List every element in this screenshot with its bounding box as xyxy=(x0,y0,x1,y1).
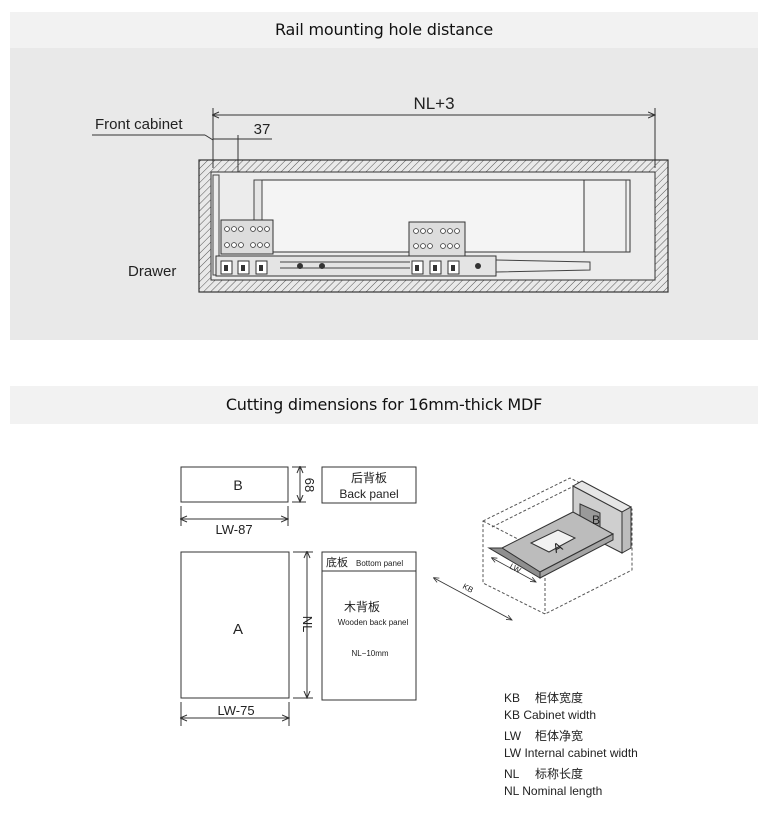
legend-lw-en: LW Internal cabinet width xyxy=(504,746,638,760)
legend: KB 柜体宽度 KB Cabinet width LW 柜体净宽 LW Inte… xyxy=(504,690,638,798)
iso-label-b: B xyxy=(592,513,600,527)
wooden-back-dim: NL−10mm xyxy=(351,649,388,658)
section-title-cutting: Cutting dimensions for 16mm-thick MDF xyxy=(10,386,758,424)
panel-b-label: B xyxy=(233,477,242,493)
wooden-back-cn: 木背板 xyxy=(344,600,380,614)
legend-lw-code: LW xyxy=(504,729,522,743)
rail-drawing: NL+3 37 Front cabinet xyxy=(92,94,669,293)
legend-kb-cn: 柜体宽度 xyxy=(535,690,583,705)
legend-kb-en: KB Cabinet width xyxy=(504,708,596,722)
dim-nl: NL xyxy=(300,616,315,633)
section-title-rail: Rail mounting hole distance xyxy=(10,12,758,48)
dim-lw-75: LW-75 xyxy=(217,703,254,718)
panel-a-label: A xyxy=(233,621,243,638)
legend-nl-en: NL Nominal length xyxy=(504,784,602,798)
label-drawer: Drawer xyxy=(128,263,176,280)
legend-kb-code: KB xyxy=(504,691,520,705)
legend-nl-cn: 标称长度 xyxy=(535,766,583,781)
legend-nl-code: NL xyxy=(504,767,520,781)
back-panel-cn: 后背板 xyxy=(351,471,387,485)
iso-label-kb: KB xyxy=(461,582,475,595)
cutting-diagram-panel xyxy=(10,424,758,827)
label-front-cabinet: Front cabinet xyxy=(95,116,183,133)
bottom-panel-en: Bottom panel xyxy=(356,559,403,568)
back-panel-en: Back panel xyxy=(339,487,398,501)
wooden-back-en: Wooden back panel xyxy=(338,618,409,627)
bottom-panel-cn: 底板 xyxy=(326,555,348,569)
dim-lw-87: LW-87 xyxy=(215,522,252,537)
cutting-drawing: B 68 LW-87 后背板 Back panel A NL LW-75 底板 … xyxy=(181,467,638,798)
dim-nl-plus-3: NL+3 xyxy=(413,94,454,113)
dim-68: 68 xyxy=(302,478,317,492)
dim-37: 37 xyxy=(254,121,271,138)
legend-lw-cn: 柜体净宽 xyxy=(535,728,583,743)
